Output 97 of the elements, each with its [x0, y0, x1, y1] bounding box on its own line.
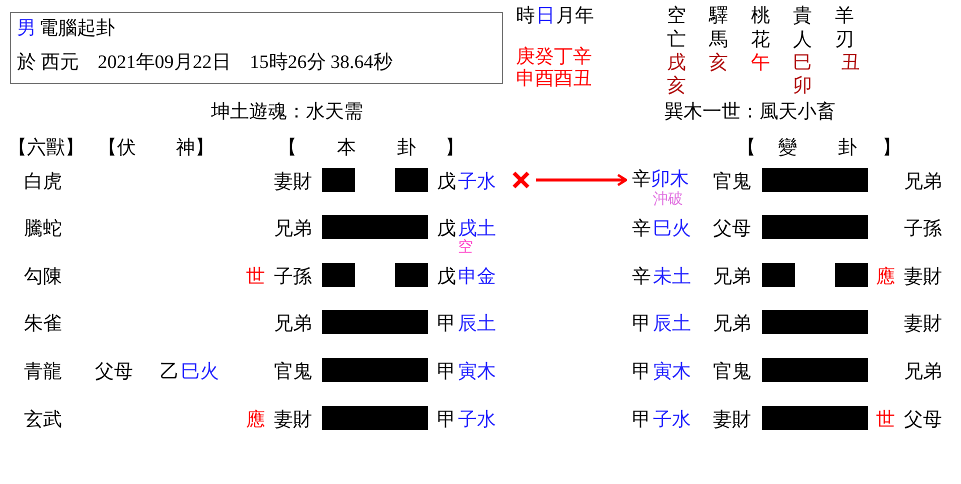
column-header: 【 [737, 138, 756, 158]
column-header: 神】 [176, 138, 214, 158]
spirit-label: 羊 [835, 6, 854, 26]
stem-label: 辛 [632, 268, 651, 286]
relation-label: 兄弟 [274, 314, 312, 334]
method-label: 電腦起卦 [39, 19, 115, 38]
branch-label: 子水 [458, 172, 496, 192]
relation-label: 兄弟 [713, 268, 751, 286]
stem-label: 甲 [437, 410, 456, 430]
response-mark: 應 [876, 268, 895, 286]
relation-label: 兄弟 [904, 172, 942, 192]
branch-label: 申金 [458, 268, 496, 286]
branch-label: 卯木 [651, 168, 689, 190]
column-header: 【伏 [98, 138, 136, 158]
relation-label: 兄弟 [713, 314, 751, 334]
animal-label: 青龍 [24, 362, 62, 382]
date-label: 於 西元 2021年09月22日 15時26分 38.64秒 [17, 53, 392, 72]
spirit-label: 空 [667, 6, 686, 26]
response-mark: 應 [246, 410, 265, 430]
branch-label: 子水 [458, 410, 496, 430]
cross-mark [512, 171, 530, 189]
branch-row: 申酉酉丑 [516, 70, 592, 88]
stem-label: 乙 [160, 362, 179, 382]
column-header: 卦 [397, 138, 416, 158]
hexagram-title: 坤土遊魂：水天需 [211, 102, 363, 122]
branch-label: 巳火 [653, 220, 691, 238]
relation-label: 父母 [95, 362, 133, 382]
stem-label: 甲 [632, 314, 651, 334]
branch-label: 巳 [793, 54, 812, 72]
stem-label: 戊 [437, 268, 456, 286]
animal-label: 白虎 [24, 172, 62, 192]
branch-label: 亥 [709, 54, 728, 72]
stem-label: 甲 [437, 362, 456, 382]
relation-label: 子孫 [904, 220, 942, 238]
stem-label: 戊 [437, 220, 456, 238]
relation-label: 父母 [904, 410, 942, 430]
branch-label: 辰土 [653, 314, 691, 334]
branch-label: 亥 [667, 76, 686, 96]
relation-label: 父母 [713, 220, 751, 238]
stem-label: 甲 [632, 362, 651, 382]
relation-label: 官鬼 [713, 172, 751, 192]
animal-label: 勾陳 [24, 268, 62, 286]
branch-label: 丑 [841, 54, 860, 72]
stem-label: 辛 [632, 220, 651, 238]
branch-label: 辰土 [458, 314, 496, 334]
branch-label: 午 [751, 54, 770, 72]
annotation-label: 沖破 [653, 192, 683, 206]
spirit-label: 人 [793, 30, 812, 50]
column-header: 本 [337, 138, 356, 158]
animal-label: 朱雀 [24, 314, 62, 334]
column-header: 變 [778, 138, 797, 158]
arrow [536, 174, 628, 186]
column-header: 】 [882, 138, 901, 158]
stem-label: 甲 [437, 314, 456, 334]
branch-label: 巳火 [181, 362, 219, 382]
animal-label: 玄武 [24, 410, 62, 430]
relation-label: 官鬼 [274, 362, 312, 382]
relation-label: 兄弟 [274, 220, 312, 238]
relation-label: 妻財 [904, 314, 942, 334]
relation-label: 妻財 [274, 410, 312, 430]
spirit-label: 貴 [793, 6, 812, 26]
self-mark: 世 [876, 410, 895, 430]
relation-label: 妻財 [274, 172, 312, 192]
gender-label: 男 [17, 19, 36, 38]
branch-label: 子水 [653, 410, 691, 430]
branch-label: 寅木 [458, 362, 496, 382]
hexagram-title: 巽木一世：風天小畜 [664, 102, 836, 122]
branch-label: 未土 [653, 268, 691, 286]
branch-label: 卯 [793, 76, 812, 96]
relation-label: 妻財 [904, 268, 942, 286]
stem-label: 戊 [437, 172, 456, 192]
spirit-label: 亡 [667, 30, 686, 50]
relation-label: 兄弟 [904, 362, 942, 382]
stem-label: 辛 [632, 168, 651, 190]
relation-label: 子孫 [274, 268, 312, 286]
spirit-label: 馬 [709, 30, 728, 50]
column-header: 【六獸】 [8, 138, 84, 158]
spirit-label: 驛 [709, 6, 728, 26]
column-header: 】 [445, 138, 464, 158]
pillar-label: 時 [516, 6, 535, 26]
animal-label: 騰蛇 [24, 220, 62, 238]
self-mark: 世 [246, 268, 265, 286]
spirit-label: 花 [751, 30, 770, 50]
relation-label: 官鬼 [713, 362, 751, 382]
info-box [10, 12, 503, 84]
column-header: 【 [278, 138, 297, 158]
stem-label: 甲 [632, 410, 651, 430]
pillar-label: 日 [536, 6, 555, 26]
branch-label: 戌 [667, 54, 686, 72]
spirit-label: 刃 [835, 30, 854, 50]
pillar-label: 月年 [556, 6, 594, 26]
column-header: 卦 [838, 138, 857, 158]
void-mark: 空 [458, 240, 473, 254]
spirit-label: 桃 [751, 6, 770, 26]
branch-label: 戌土 [458, 220, 496, 238]
branch-label: 寅木 [653, 362, 691, 382]
relation-label: 妻財 [713, 410, 751, 430]
